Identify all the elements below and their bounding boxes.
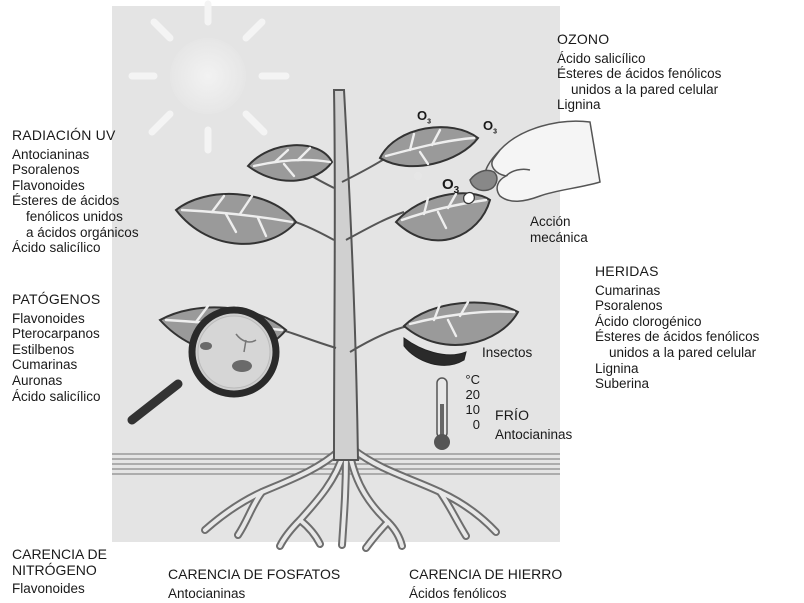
ozone-symbol-3: O3 <box>442 176 460 196</box>
patogenos-item: Pterocarpanos <box>12 326 100 342</box>
patogenos-item: Estilbenos <box>12 341 75 357</box>
heridas-title: HERIDAS <box>595 263 659 279</box>
insectos-label: Insectos <box>482 345 533 360</box>
carencia-nitrogeno-block: CARENCIA DE NITRÓGENO Flavonoides <box>12 546 107 597</box>
ozone-symbol-2: O3 <box>483 118 498 136</box>
thermometer-unit: °C <box>465 372 480 387</box>
ozono-block: OZONO Ácido salicílico Ésteres de ácidos… <box>557 31 722 113</box>
heridas-item: Cumarinas <box>595 282 661 298</box>
thermometer-tick: 0 <box>472 417 480 432</box>
magnifying-glass-icon <box>127 306 280 425</box>
ozono-item: Ésteres de ácidos fenólicos <box>557 66 722 82</box>
leaf-lower-right <box>402 301 520 346</box>
frio-block: FRÍO Antocianinas <box>495 407 573 442</box>
ozono-title: OZONO <box>557 31 610 47</box>
leaf-mid-left <box>174 192 298 245</box>
heridas-item: unidos a la pared celular <box>609 344 757 360</box>
frio-item: Antocianinas <box>495 426 573 442</box>
carencia-nitrogeno-title: CARENCIA DE <box>12 546 107 562</box>
patogenos-item: Ácido salicílico <box>12 388 101 404</box>
patogenos-item: Cumarinas <box>12 357 78 373</box>
radiacion-uv-item: Psoralenos <box>12 162 80 178</box>
carencia-hierro-item: Ácidos fenólicos <box>409 585 507 601</box>
heridas-item: Ésteres de ácidos fenólicos <box>595 329 760 345</box>
leaf-upper-left <box>246 144 334 182</box>
patogenos-title: PATÓGENOS <box>12 291 101 307</box>
sun-icon <box>128 0 290 154</box>
radiacion-uv-block: RADIACIÓN UV Antocianinas Psoralenos Fla… <box>12 127 139 256</box>
patogenos-item: Flavonoides <box>12 310 85 326</box>
radiacion-uv-item: Flavonoides <box>12 177 85 193</box>
frio-title: FRÍO <box>495 407 530 423</box>
carencia-fosfatos-block: CARENCIA DE FOSFATOS Antocianinas <box>168 566 341 601</box>
thermometer-icon <box>434 377 450 450</box>
stem <box>332 89 360 461</box>
radiacion-uv-item: a ácidos orgánicos <box>26 224 139 240</box>
radiacion-uv-item: Antocianinas <box>12 146 90 162</box>
thermometer-scale: °C 20 10 0 <box>454 372 480 432</box>
carencia-nitrogeno-title: NITRÓGENO <box>12 561 97 578</box>
carencia-fosfatos-title: CARENCIA DE FOSFATOS <box>168 566 341 582</box>
radiacion-uv-item: Ésteres de ácidos <box>12 193 120 209</box>
radiacion-uv-item: Ácido salicílico <box>12 240 101 256</box>
hand-icon <box>469 120 601 202</box>
insect-damage <box>403 337 467 366</box>
accion-mecanica-line: mecánica <box>530 230 588 245</box>
heridas-item: Lignina <box>595 360 639 376</box>
carencia-hierro-title: CARENCIA DE HIERRO <box>409 566 563 582</box>
heridas-item: Psoralenos <box>595 298 663 314</box>
heridas-block: HERIDAS Cumarinas Psoralenos Ácido cloro… <box>595 263 760 392</box>
thermometer-tick: 20 <box>465 387 480 402</box>
heridas-item: Suberina <box>595 376 650 392</box>
accion-mecanica-label: Acción mecánica <box>530 214 588 246</box>
radiacion-uv-item: fenólicos unidos <box>26 208 123 224</box>
leaf-mid-right <box>394 192 492 242</box>
carencia-nitrogeno-item: Flavonoides <box>12 581 85 597</box>
patogenos-block: PATÓGENOS Flavonoides Pterocarpanos Esti… <box>12 291 101 404</box>
carencia-hierro-block: CARENCIA DE HIERRO Ácidos fenólicos <box>409 566 563 601</box>
carencia-fosfatos-item: Antocianinas <box>168 585 246 601</box>
radiacion-uv-title: RADIACIÓN UV <box>12 127 116 143</box>
thermometer-tick: 10 <box>465 402 480 417</box>
ozono-item: unidos a la pared celular <box>571 81 719 97</box>
leaf-upper-right <box>378 126 480 168</box>
patogenos-item: Auronas <box>12 372 63 388</box>
ozone-symbol-1: O3 <box>417 108 432 126</box>
ozono-item: Ácido salicílico <box>557 50 646 66</box>
heridas-item: Ácido clorogénico <box>595 313 702 329</box>
accion-mecanica-line: Acción <box>530 214 571 229</box>
ozono-item: Lignina <box>557 97 601 113</box>
